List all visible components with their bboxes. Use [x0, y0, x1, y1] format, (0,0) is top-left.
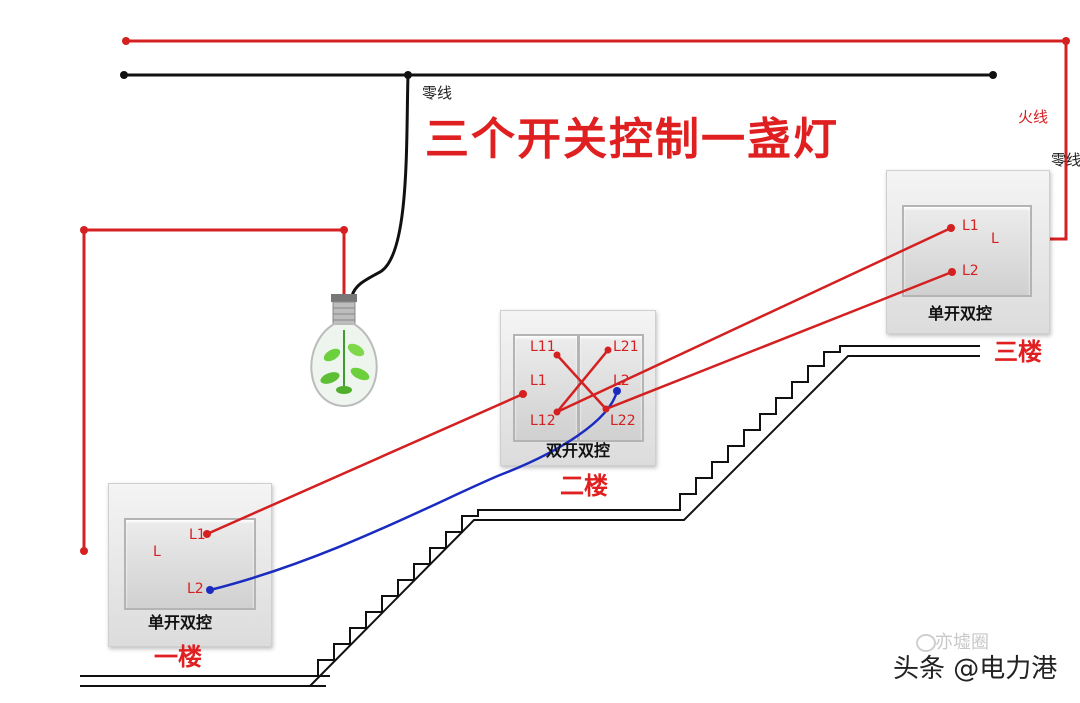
floor2-terminal-l22: L22: [610, 413, 636, 429]
floor1-terminal-l1: L1: [189, 527, 206, 543]
floor2-terminal-l21: L21: [613, 339, 639, 355]
traveler-wire-upper-2: [605, 270, 953, 411]
floor2-l21-dot: [604, 346, 612, 354]
floor2-switch-type: 双开双控: [546, 441, 611, 460]
floor2-terminal-l2: L2: [613, 373, 630, 389]
floor2-label: 二楼: [560, 472, 608, 500]
floor1-label: 一楼: [154, 643, 202, 671]
floor2-l11-dot: [553, 351, 561, 359]
floor3-switch-type: 单开双控: [928, 304, 993, 323]
floor2-terminal-l12: L12: [530, 413, 556, 429]
neutral-wire-label-right: 零线: [1051, 151, 1080, 169]
neutral-bus-right-dot: [989, 71, 997, 79]
floor1-l2-dot: [206, 586, 214, 594]
floor1-l1-dot: [203, 530, 211, 538]
floor2-terminal-l11: L11: [530, 339, 556, 355]
traveler-wire-upper-1: [556, 226, 952, 414]
corner-dot: [80, 226, 88, 234]
watermark-faint-text: 亦墟圈: [935, 632, 989, 653]
diagram-title: 三个开关控制一盏灯: [425, 114, 839, 165]
traveler-wire-l1: [206, 392, 524, 536]
staircase: [80, 345, 980, 687]
live-bus-end-dot: [122, 37, 130, 45]
floor1-terminal-l: L: [153, 544, 161, 560]
neutral-wire-label: 零线: [422, 84, 453, 102]
floor1-switch-rocker[interactable]: [124, 518, 256, 610]
neutral-to-bulb-wire: [350, 74, 410, 297]
corner-dot: [340, 226, 348, 234]
floor1-common-dot: [80, 547, 88, 555]
floor1-terminal-l2: L2: [187, 581, 204, 597]
floor3-terminal-l: L: [991, 231, 999, 247]
floor2-switch-rocker-left[interactable]: [513, 334, 579, 442]
floor3-terminal-l2: L2: [962, 263, 979, 279]
cross-wire-b: [556, 349, 609, 413]
floor3-l1-dot: [947, 224, 955, 232]
floor2-l1-dot: [519, 390, 527, 398]
floor3-terminal-l1: L1: [962, 218, 979, 234]
live-wire-label: 火线: [1018, 108, 1049, 126]
floor1-switch-type: 单开双控: [148, 613, 213, 632]
traveler-wire-l2: [209, 390, 619, 592]
bulb-to-floor1-wire: [82, 228, 346, 551]
light-bulb-icon: [310, 294, 378, 408]
neutral-bus-left-dot: [120, 71, 128, 79]
floor2-terminal-l1: L1: [530, 373, 547, 389]
floor3-label: 三楼: [994, 338, 1042, 366]
watermark-source-text: 头条 @电力港: [893, 654, 1058, 684]
floor2-l2-dot: [613, 387, 621, 395]
floor3-l2-dot: [948, 268, 956, 276]
watermark-logo-icon: [916, 634, 936, 652]
